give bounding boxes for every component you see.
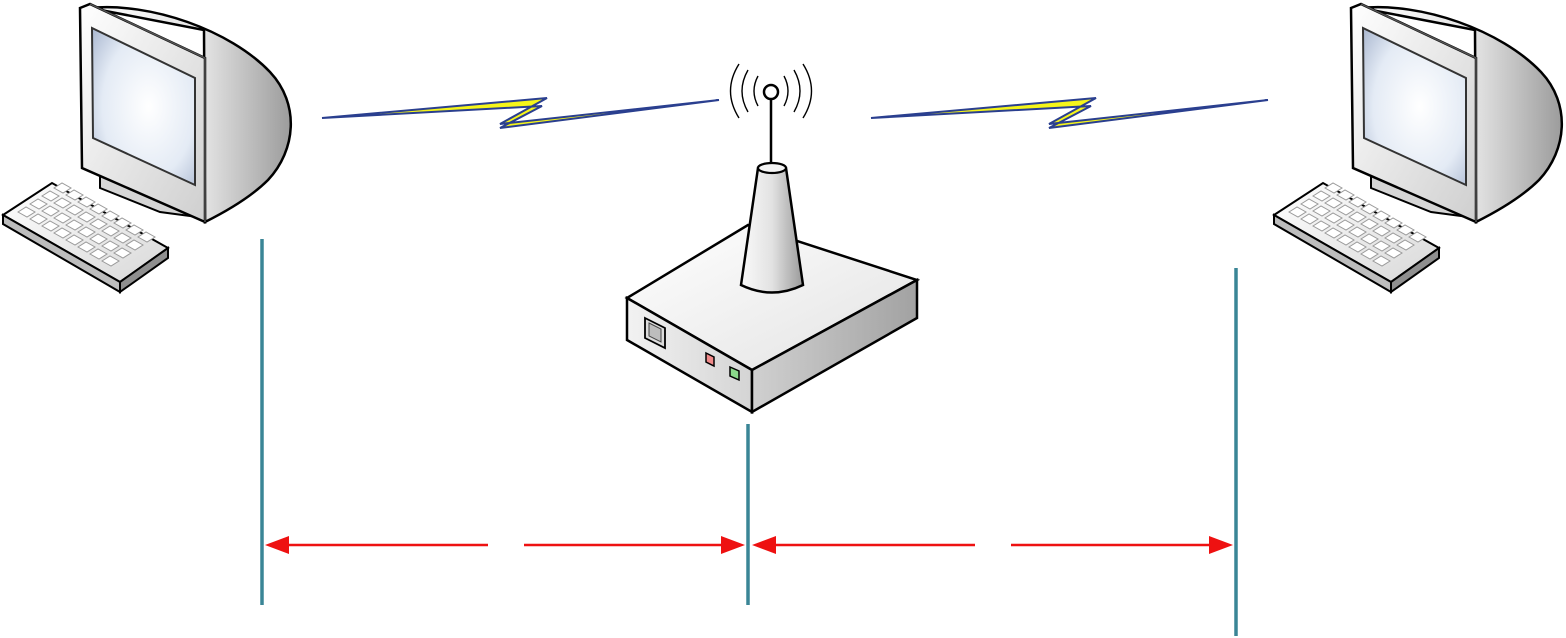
signal-waves-icon xyxy=(729,63,813,119)
left-computer-icon xyxy=(1,2,293,294)
wireless-link-right xyxy=(870,97,1269,129)
right-computer-icon xyxy=(1272,2,1564,294)
wireless-link-left xyxy=(321,97,720,129)
distance-arrow-left xyxy=(265,536,745,554)
distance-arrow-right xyxy=(752,536,1233,554)
access-point-icon xyxy=(624,63,921,415)
reference-lines xyxy=(260,239,1238,636)
